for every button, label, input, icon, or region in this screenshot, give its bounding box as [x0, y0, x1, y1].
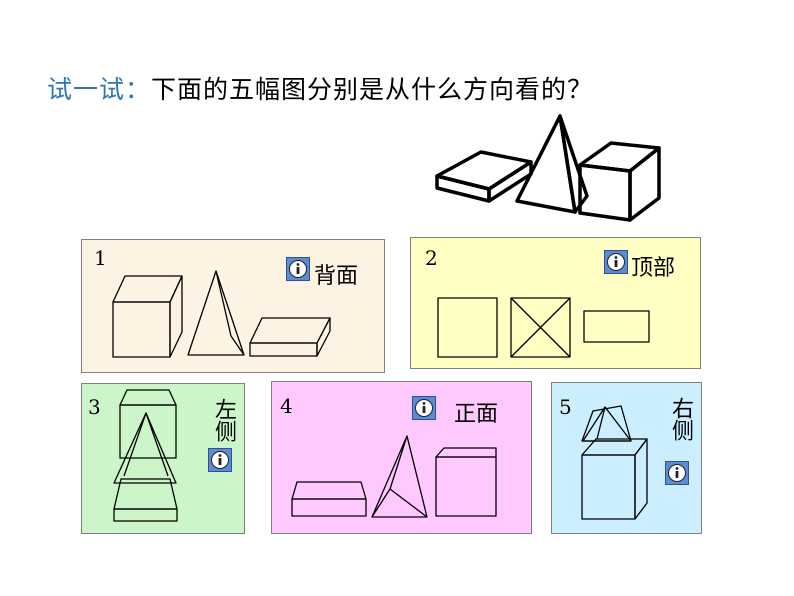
- view-panel-4: 4 正面: [271, 381, 532, 534]
- panel-3-shapes: [113, 389, 178, 522]
- view-label-left: 左侧: [211, 398, 236, 442]
- view-panel-5: 5 右侧: [551, 382, 702, 534]
- panel-number: 4: [280, 394, 293, 418]
- view-panel-2: 2 顶部: [410, 237, 701, 369]
- view-label-right: 右侧: [668, 397, 693, 441]
- panel-number: 5: [559, 395, 572, 419]
- info-icon[interactable]: [665, 461, 689, 485]
- panel-5-shapes: [581, 405, 648, 520]
- view-panel-1: 1 背面: [81, 239, 385, 373]
- view-label-top: 顶部: [631, 256, 676, 281]
- panel-2-shapes: [437, 297, 650, 358]
- view-label-back: 背面: [314, 264, 359, 289]
- title-question: 下面的五幅图分别是从什么方向看的？: [151, 75, 594, 104]
- info-icon[interactable]: [208, 448, 232, 472]
- panel-number: 1: [94, 246, 107, 270]
- panel-1-shapes: [112, 270, 331, 358]
- view-panel-3: 3 左侧: [81, 383, 245, 534]
- panel-number: 2: [425, 246, 438, 270]
- page-title: 试一试：下面的五幅图分别是从什么方向看的？: [47, 70, 593, 106]
- panel-4-shapes: [291, 435, 497, 518]
- info-icon[interactable]: [286, 257, 310, 281]
- info-icon[interactable]: [412, 396, 436, 420]
- title-prefix: 试一试：: [47, 75, 152, 104]
- view-label-front: 正面: [454, 402, 499, 427]
- info-icon[interactable]: [604, 250, 628, 274]
- panel-number: 3: [88, 395, 101, 419]
